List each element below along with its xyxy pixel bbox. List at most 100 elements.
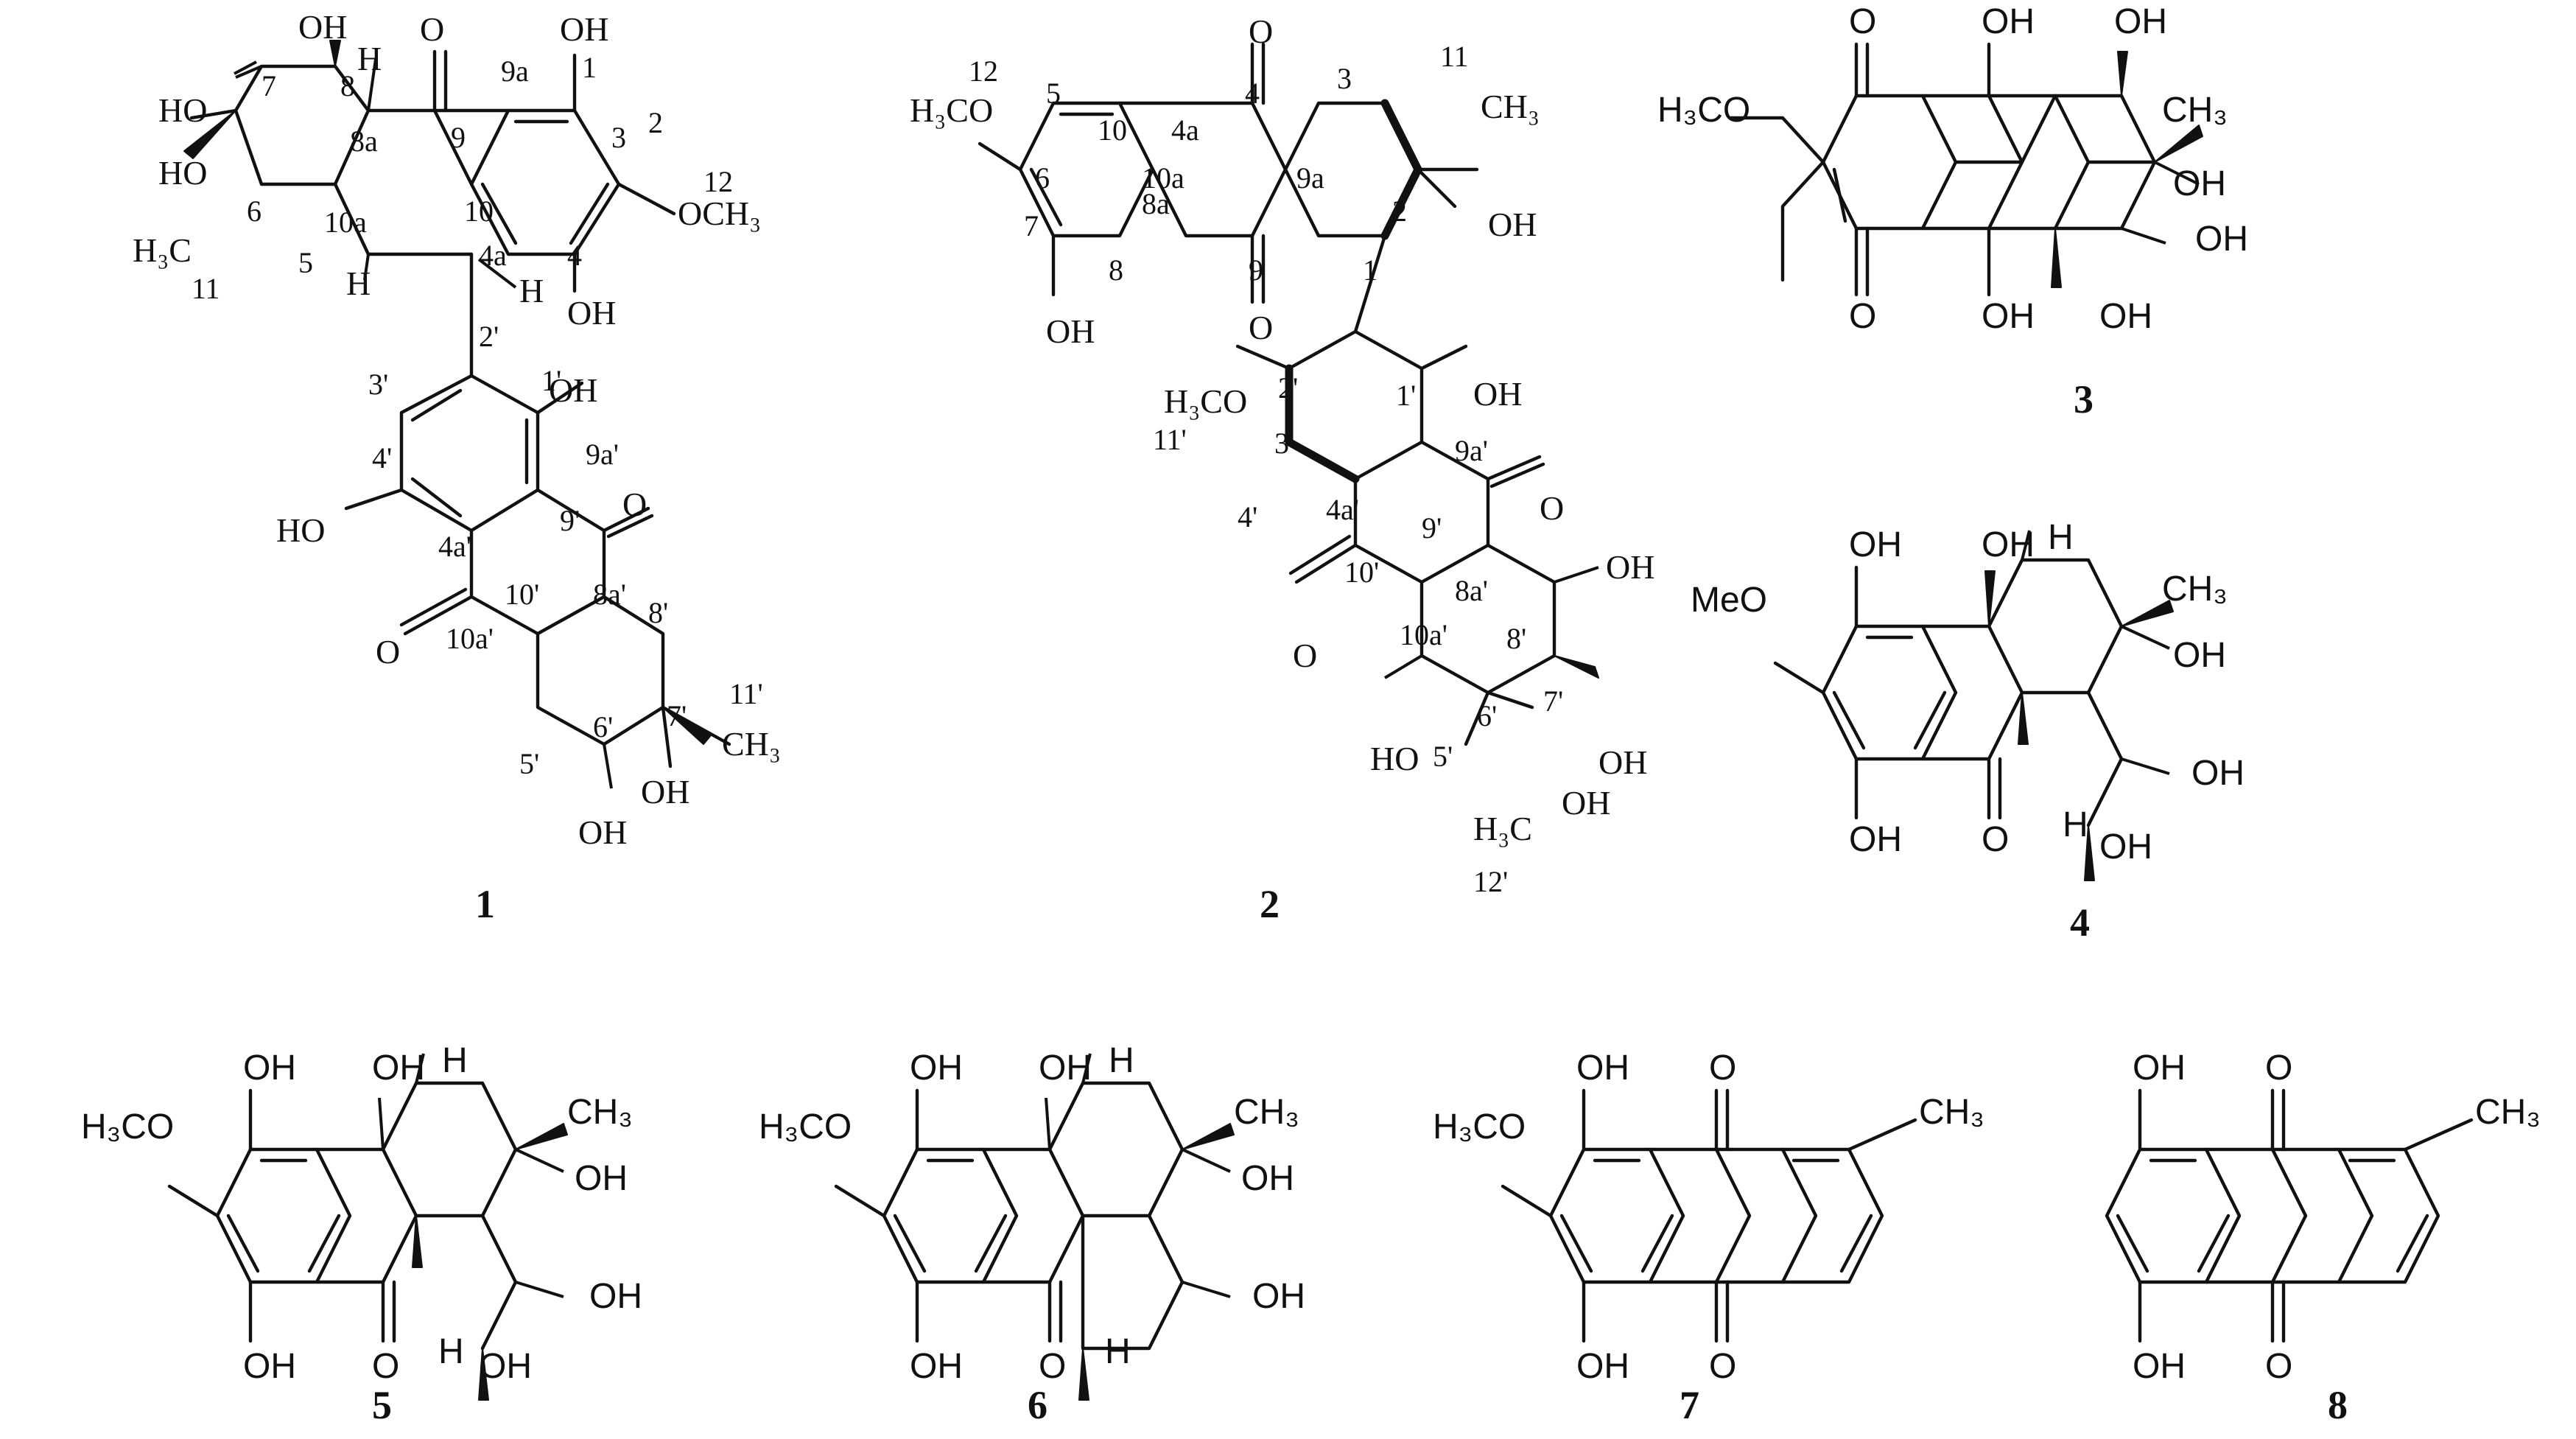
atom-label: OH — [2173, 636, 2226, 675]
atom-label: H₃CO — [759, 1107, 852, 1146]
atom-label: OH — [1576, 1347, 1629, 1386]
compound-number: 7 — [1680, 1383, 1699, 1427]
atom-label: CH₃ — [1481, 88, 1540, 125]
atom-number: 7' — [1543, 685, 1563, 718]
atom-number: 7 — [1024, 209, 1039, 242]
atom-label: OH — [1849, 820, 1902, 859]
compound-7-structure — [1501, 1088, 1917, 1343]
atom-label: O — [1249, 309, 1273, 346]
atom-number: 10a — [324, 206, 367, 239]
atom-label: OH — [1252, 1277, 1305, 1316]
atom-label: CH₃ — [1919, 1093, 1984, 1132]
atom-label: OH — [2099, 297, 2152, 336]
atom-number: 10 — [464, 195, 494, 228]
compound-2-structure — [978, 42, 1599, 746]
atom-number: 2 — [648, 106, 663, 139]
atom-number: 8' — [648, 596, 668, 629]
compound-8-structure — [2105, 1088, 2474, 1343]
atom-label: H₃CO — [1657, 91, 1750, 130]
atom-label: OH — [243, 1347, 296, 1386]
atom-label: HO — [276, 511, 325, 549]
atom-number: 8 — [340, 69, 355, 102]
atom-number: 5' — [1433, 740, 1453, 773]
atom-number: 2' — [479, 320, 499, 353]
atom-number: 9a' — [586, 438, 619, 471]
atom-label: O — [420, 10, 444, 48]
atom-label: OH — [1046, 312, 1095, 350]
atom-number: 8a — [350, 125, 378, 158]
atom-label: OH — [2099, 827, 2152, 866]
atom-label: O — [1849, 2, 1876, 41]
atom-number: 8a — [1142, 187, 1170, 220]
compound-number: 4 — [2070, 900, 2090, 945]
atom-number: 4a' — [438, 530, 471, 563]
compound-number: 5 — [372, 1383, 392, 1427]
atom-label: OH — [641, 773, 689, 810]
atom-number: 11 — [1440, 40, 1469, 73]
atom-number: 9a — [501, 55, 529, 88]
atom-label: OH — [298, 8, 347, 46]
atom-label: H — [2063, 805, 2088, 844]
atom-label: H₃CO — [1164, 382, 1247, 420]
atom-label: O — [376, 633, 400, 671]
atom-number: 1' — [541, 364, 561, 397]
atom-label: CH₃ — [2162, 570, 2228, 609]
atom-number: 6 — [1035, 161, 1050, 195]
atom-label: H — [357, 40, 382, 77]
atom-number: 8' — [1506, 622, 1526, 655]
atom-number: 1 — [582, 51, 597, 84]
atom-label: OH — [1039, 1048, 1092, 1088]
atom-label: O — [1540, 489, 1564, 527]
atom-number: 3 — [611, 121, 626, 154]
atom-number: 3' — [1274, 427, 1294, 460]
atom-label: H₃CO — [1433, 1107, 1526, 1146]
atom-number: 8 — [1109, 253, 1123, 287]
atom-number: 2' — [1278, 371, 1298, 405]
atom-label: H — [2048, 518, 2074, 557]
atom-label: OH — [2195, 220, 2248, 259]
atom-label: H — [1109, 1041, 1134, 1080]
atom-label: CH₃ — [1234, 1093, 1299, 1132]
compound-number: 3 — [2074, 377, 2094, 421]
atom-label: OH — [549, 371, 597, 409]
atom-label: CH₃ — [2162, 91, 2228, 130]
atom-number: 10a — [1142, 161, 1185, 195]
compound-number: 2 — [1260, 882, 1280, 926]
compound-5-structure — [167, 1053, 568, 1401]
compound-3-structure — [1729, 42, 2203, 297]
atom-label: MeO — [1691, 581, 1767, 620]
atom-number: 4 — [567, 239, 582, 272]
atom-label: OH — [560, 10, 608, 48]
atom-label: OH — [1562, 784, 1610, 822]
atom-number: 10a' — [1400, 618, 1447, 651]
atom-label: OH — [1576, 1048, 1629, 1088]
atom-label: OH — [2133, 1048, 2186, 1088]
atom-label: HO — [1370, 740, 1419, 777]
compound-1-structure — [183, 40, 731, 789]
atom-label: H — [1105, 1332, 1131, 1371]
atom-label: OCH₃ — [678, 195, 761, 232]
atom-number: 12' — [1473, 865, 1508, 898]
atom-number: 12 — [703, 165, 733, 198]
atom-number: 4' — [1238, 500, 1257, 533]
atom-label: HO — [158, 91, 207, 129]
atom-label: O — [1293, 637, 1317, 674]
atom-label: OH — [567, 294, 616, 332]
atom-number: 3' — [368, 368, 388, 401]
atom-number: 6' — [593, 710, 613, 743]
atom-label: OH — [1982, 2, 2035, 41]
atom-number: 9a' — [1455, 434, 1488, 467]
atom-label: O — [1249, 13, 1273, 50]
atom-number: 10a' — [446, 622, 494, 655]
atom-number: 4' — [372, 441, 392, 475]
atom-label: OH — [479, 1347, 532, 1386]
atom-number: 1' — [1396, 379, 1416, 412]
atom-label: O — [1849, 297, 1876, 336]
atom-number: 8a' — [1455, 574, 1488, 607]
atom-number: 1 — [1363, 253, 1378, 287]
atom-number: 7' — [667, 699, 687, 732]
atom-label: O — [1709, 1347, 1736, 1386]
